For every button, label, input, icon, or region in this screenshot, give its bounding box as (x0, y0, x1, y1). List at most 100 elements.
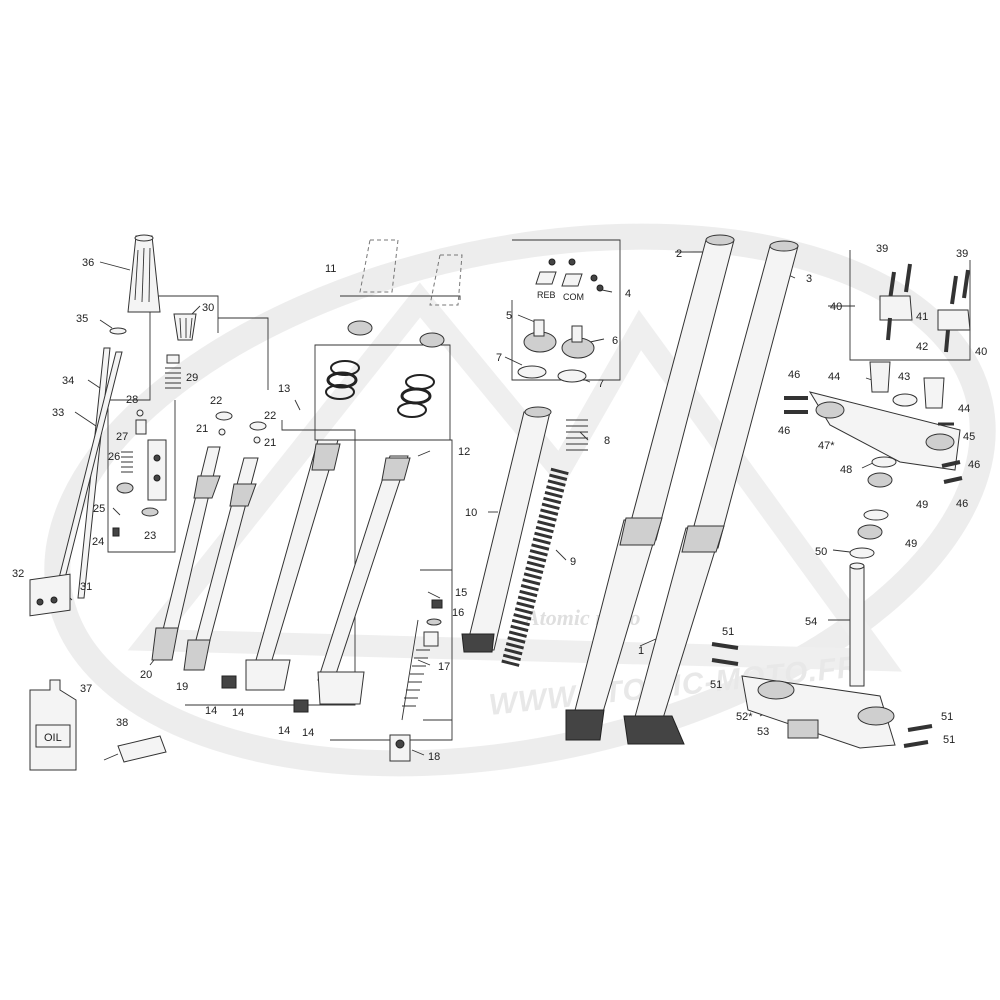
label-reb: REB (537, 290, 556, 300)
callout-25: 25 (93, 503, 105, 515)
part-10-tube (461, 406, 552, 653)
label-com: COM (563, 292, 584, 302)
part-17-spring-assembly (401, 619, 439, 721)
part-30-nut (173, 313, 197, 341)
callout-49-a: 49 (916, 499, 928, 511)
callout-8: 8 (604, 435, 610, 447)
callout-49-b: 49 (905, 538, 917, 550)
part-11-caps (347, 239, 463, 348)
callout-13: 13 (278, 383, 290, 395)
part-25-washer (116, 482, 134, 494)
part-8-spring (566, 419, 588, 451)
part-51-bolt-1 (711, 642, 739, 650)
part-44-riser-right (923, 377, 945, 409)
part-51-bolt-3 (907, 724, 933, 732)
callout-21-left: 21 (196, 423, 208, 435)
part-53-block (787, 719, 819, 739)
callout-34: 34 (62, 375, 74, 387)
callout-51-b: 51 (710, 679, 722, 691)
callout-11: 11 (325, 263, 336, 275)
callout-46-b: 46 (778, 425, 790, 437)
part-49-race (863, 509, 889, 521)
part-39-bolts (888, 263, 970, 305)
callout-42: 42 (916, 341, 928, 353)
part-46-bolt-4 (943, 476, 963, 484)
callout-29: 29 (186, 372, 198, 384)
part-26-spring (121, 451, 133, 473)
callout-45: 45 (963, 431, 975, 443)
part-22-clip-right (249, 421, 267, 431)
callout-50: 50 (815, 546, 827, 558)
part-7-oring-right (557, 369, 587, 383)
part-seals-pair (325, 360, 435, 418)
callout-54: 54 (805, 616, 817, 628)
part-48-washer (871, 456, 897, 468)
callout-19: 19 (176, 681, 188, 693)
callout-46-a: 46 (788, 369, 800, 381)
callout-18: 18 (428, 751, 440, 763)
callout-40-right: 40 (975, 346, 987, 358)
part-31-32-clamp (29, 573, 71, 617)
callout-22-left: 22 (210, 395, 222, 407)
part-12-outer-tube (293, 455, 411, 713)
part-42-bolt (944, 329, 950, 353)
part-54-steering-stem (849, 562, 865, 687)
part-16-washer (426, 618, 442, 626)
callout-10: 10 (465, 507, 477, 519)
callout-37: 37 (80, 683, 92, 695)
callout-16: 16 (452, 607, 464, 619)
part-21-ring-right (253, 436, 261, 444)
callout-44-left: 44 (828, 371, 840, 383)
callout-31: 31 (80, 581, 92, 593)
callout-14-d: 14 (302, 727, 314, 739)
part-23-cartridge (141, 439, 167, 517)
callout-38: 38 (116, 717, 128, 729)
part-24-screw (112, 527, 120, 537)
callout-52: 52* (736, 711, 753, 723)
callout-35: 35 (76, 313, 88, 325)
part-4-adjusters: REB COM (535, 258, 604, 302)
callout-22-right: 22 (264, 410, 276, 422)
part-49-bearing-bottom (857, 524, 883, 540)
callout-20: 20 (140, 669, 152, 681)
callout-2: 2 (676, 248, 682, 260)
part-43-cap (892, 393, 918, 407)
part-13-outer-tube (221, 439, 341, 691)
part-6-cap (561, 325, 595, 359)
part-51-bolt-2 (711, 658, 739, 666)
part-35-washer (109, 327, 127, 335)
callout-5: 5 (506, 310, 512, 322)
callout-46-c: 46 (968, 459, 980, 471)
part-47-top-clamp (808, 391, 961, 471)
callout-21-right: 21 (264, 437, 276, 449)
callout-51-d: 51 (943, 734, 955, 746)
part-19-tube (183, 457, 259, 671)
callout-7-left: 7 (496, 352, 502, 364)
oil-bottle-label: OIL (44, 732, 62, 744)
callout-51-c: 51 (941, 711, 953, 723)
callout-53: 53 (757, 726, 769, 738)
callout-4: 4 (625, 288, 631, 300)
part-49-bearing-top (867, 472, 893, 488)
part-50-seal (849, 547, 875, 559)
callout-1: 1 (638, 645, 644, 657)
part-44-riser-left (869, 361, 891, 393)
assembly-outlines (107, 239, 971, 741)
part-46-bolt-3 (941, 460, 961, 468)
callout-12: 12 (458, 446, 470, 458)
callout-14-a: 14 (205, 705, 217, 717)
callout-43: 43 (898, 371, 910, 383)
callout-24: 24 (92, 536, 104, 548)
callout-14-c: 14 (278, 725, 290, 737)
part-52-bottom-clamp (741, 675, 896, 749)
callout-47: 47* (818, 440, 835, 452)
part-20-tube (151, 446, 221, 661)
part-18-base (389, 734, 411, 762)
callout-7-right: 7 (598, 378, 604, 390)
callout-51-a: 51 (722, 626, 734, 638)
callout-14-b: 14 (232, 707, 244, 719)
callout-32: 32 (12, 568, 24, 580)
part-28-pin (136, 409, 144, 417)
callout-28: 28 (126, 394, 138, 406)
